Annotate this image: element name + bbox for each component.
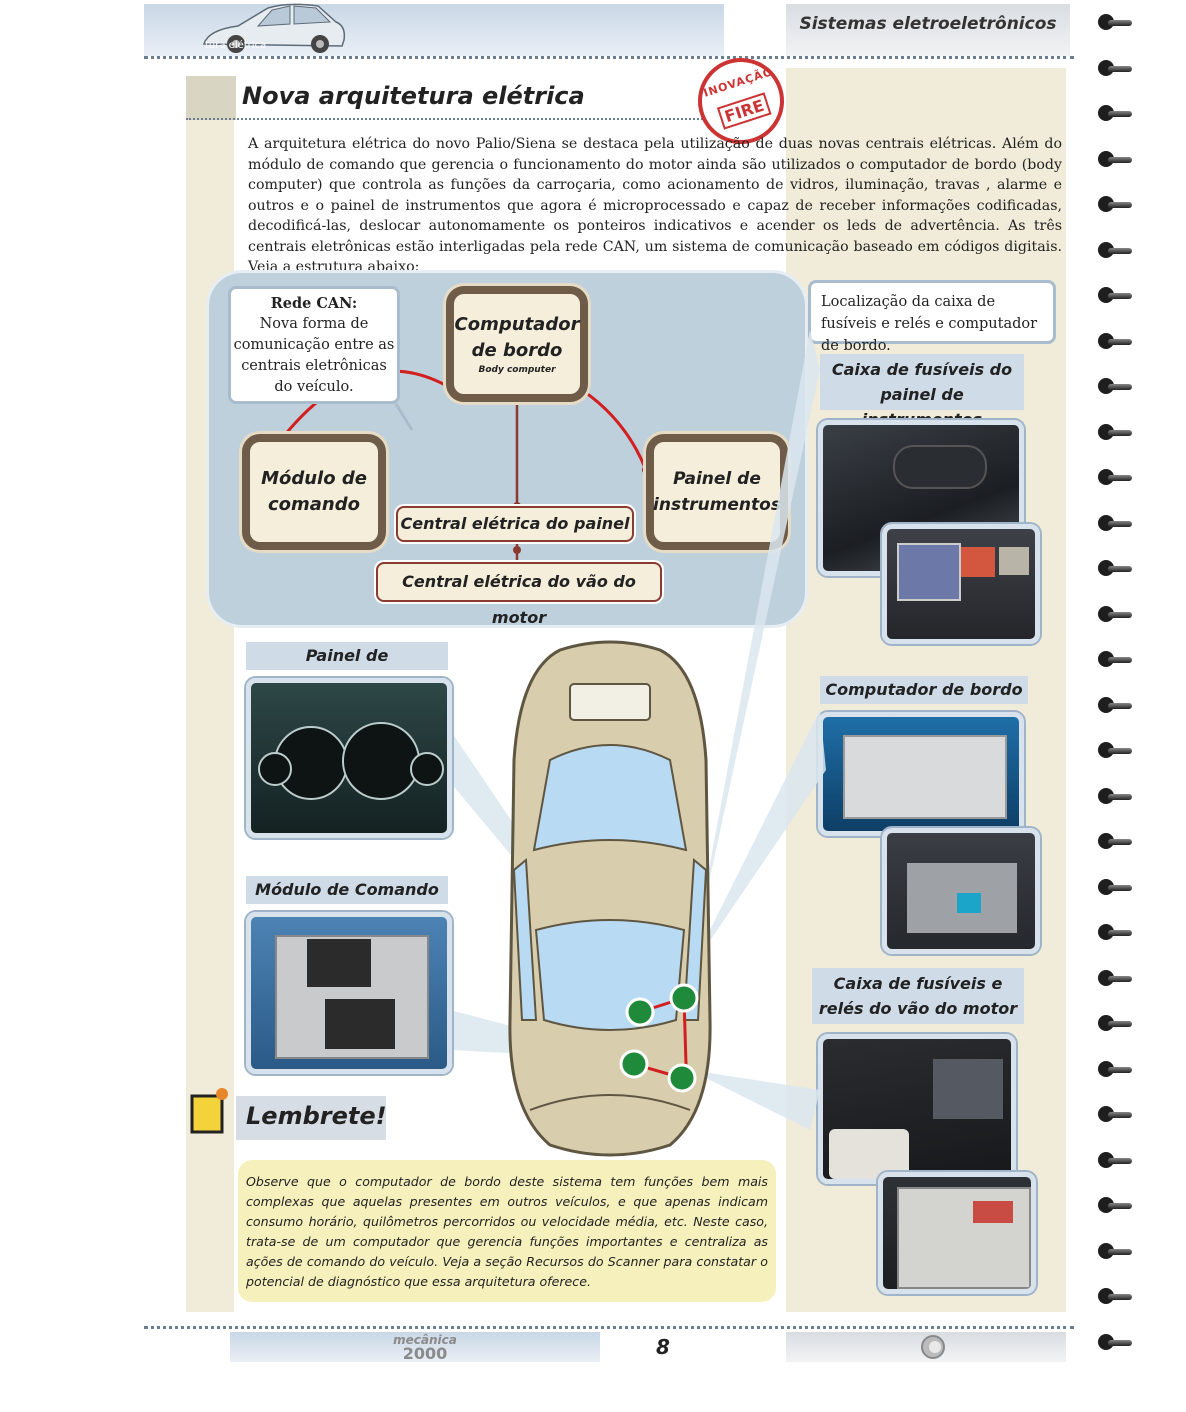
label-fuse-engine-line2: relés do vão do motor — [818, 999, 1018, 1018]
binding-ring — [1098, 651, 1132, 667]
command-module-line1: Módulo de — [261, 468, 367, 489]
binding-ring — [1098, 287, 1132, 303]
photo-board-computer — [818, 712, 1024, 836]
command-module-line2: comando — [267, 494, 360, 515]
binding-ring — [1098, 1333, 1132, 1350]
board-computer-line2: de bordo — [471, 340, 563, 361]
location-note: Localização da caixa de fusíveis e relés… — [808, 280, 1056, 354]
binding-ring — [1098, 332, 1132, 349]
binding-ring — [1098, 423, 1132, 440]
can-callout-body: Nova forma de comunicação entre as centr… — [233, 316, 395, 395]
label-board-computer: Computador de bordo — [820, 676, 1028, 704]
binding-ring — [1098, 787, 1132, 804]
stamp-line2: FIRE — [716, 92, 772, 130]
photo-instrument-panel — [246, 678, 452, 838]
binding-ring — [1098, 1060, 1132, 1077]
title-underline — [186, 118, 706, 120]
section-title: Nova arquitetura elétrica — [186, 76, 706, 120]
intro-paragraph: A arquitetura elétrica do novo Palio/Sie… — [248, 136, 1062, 275]
label-fuse-panel-line1: Caixa de fusíveis do — [831, 360, 1013, 379]
header-band-right — [786, 4, 1070, 56]
label-fuse-panel: Caixa de fusíveis do painel de instrumen… — [820, 354, 1024, 429]
binding-ring — [1098, 969, 1132, 986]
board-computer-sub: Body computer — [478, 365, 556, 375]
binding-ring — [1098, 469, 1132, 485]
binding-ring — [1098, 924, 1132, 940]
brand-logo: mecânica 2000 — [384, 1333, 466, 1363]
photo-engine-fuse-box — [878, 1172, 1036, 1294]
binding-ring — [1098, 1197, 1132, 1213]
binding-ring — [1098, 1242, 1132, 1259]
binding-ring — [1098, 241, 1132, 258]
binding-ring — [1098, 696, 1132, 713]
binding-ring — [1098, 378, 1132, 394]
marker-board-computer — [625, 997, 655, 1027]
header-divider — [144, 56, 1074, 63]
can-callout-title: Rede CAN: — [270, 295, 358, 312]
binding-ring — [1098, 878, 1132, 895]
node-command-module: Módulo de comando — [242, 434, 386, 550]
binding-ring — [1098, 59, 1132, 76]
photo-command-module — [246, 912, 452, 1074]
can-link-panel — [581, 388, 648, 471]
instrument-panel-line1: Painel de — [673, 469, 761, 489]
page-title: Nova arquitetura elétrica — [242, 82, 585, 110]
binding-ring — [1098, 1015, 1132, 1031]
binding-ring — [1098, 514, 1132, 531]
binding-ring — [1098, 1106, 1132, 1122]
binding-ring — [1098, 14, 1132, 30]
binding-ring — [1098, 605, 1132, 622]
binding-ring — [1098, 1288, 1132, 1304]
photo-fuse-panel-box — [882, 524, 1040, 644]
binding-ring — [1098, 105, 1132, 121]
photo-engine-bay — [818, 1034, 1016, 1184]
label-fuse-engine: Caixa de fusíveis e relés do vão do moto… — [812, 968, 1024, 1024]
can-callout: Rede CAN: Nova forma de comunicação entr… — [228, 286, 400, 404]
instrument-panel-line2: instrumentos — [653, 495, 781, 515]
node-instrument-panel: Painel de instrumentos — [646, 434, 788, 550]
binding-ring — [1098, 560, 1132, 576]
car-top-view — [508, 640, 712, 1157]
footer-divider — [144, 1326, 1074, 1333]
central-engine-box: Central elétrica do vão do motor — [376, 562, 662, 627]
header-small-label: tura elétrica — [205, 40, 267, 51]
header-section-title: Sistemas eletroeletrônicos — [799, 14, 1057, 34]
node-board-computer: Computador de bordo Body computer — [446, 286, 588, 402]
marker-command-module — [619, 1049, 649, 1079]
lembrete-title: Lembrete! — [236, 1096, 387, 1140]
label-instrument-panel: Painel de instrumentos — [246, 642, 448, 693]
title-accent-bar — [186, 76, 236, 120]
brand-line2: 2000 — [402, 1344, 448, 1363]
board-computer-line1: Computador — [454, 314, 580, 335]
footer-logo-icon — [921, 1335, 945, 1359]
binding-ring — [1098, 150, 1132, 167]
label-fuse-engine-line1: Caixa de fusíveis e — [833, 974, 1003, 993]
binding-ring — [1098, 742, 1132, 758]
spiral-binding — [1098, 14, 1138, 1354]
footer-band-left — [230, 1332, 600, 1362]
page-number: 8 — [656, 1335, 670, 1359]
marker-engine-fuse — [667, 1063, 697, 1093]
binding-ring — [1098, 1151, 1132, 1168]
photo-board-computer-installed — [882, 828, 1040, 954]
marker-fuse-panel — [669, 983, 699, 1013]
brand-line1: mecânica — [393, 1333, 457, 1347]
car-illustration — [203, 3, 346, 53]
binding-ring — [1098, 833, 1132, 849]
central-panel-box: Central elétrica do painel — [396, 506, 634, 542]
note-flag-icon — [190, 1088, 228, 1134]
lembrete-body: Observe que o computador de bordo deste … — [238, 1160, 776, 1302]
label-command-module: Módulo de Comando — [246, 876, 448, 904]
binding-ring — [1098, 196, 1132, 212]
